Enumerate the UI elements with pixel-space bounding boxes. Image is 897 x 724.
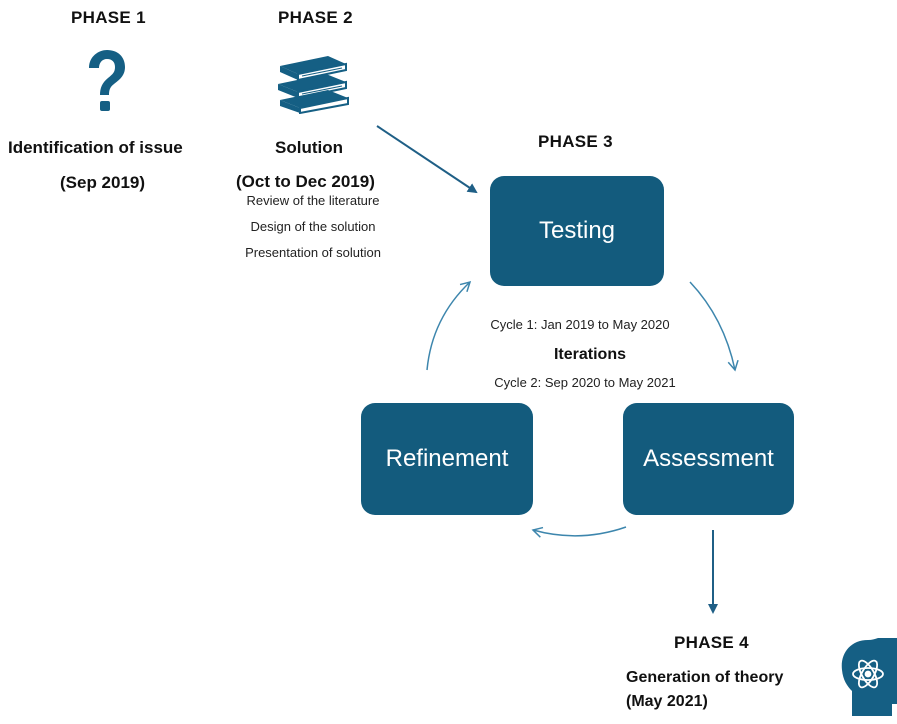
phase1-title: Identification of issue — [8, 138, 183, 157]
phase2-date: (Oct to Dec 2019) — [236, 172, 375, 191]
phase2-item-3: Presentation of solution — [245, 245, 381, 260]
testing-box: Testing — [490, 176, 664, 286]
iterations-label: Iterations — [553, 346, 626, 363]
arrow-solution-to-testing — [376, 125, 478, 194]
phase2-title: Solution — [275, 138, 343, 157]
phase2-item-2: Design of the solution — [250, 219, 376, 234]
assessment-label: Assessment — [643, 445, 774, 472]
assessment-box: Assessment — [623, 403, 794, 515]
refinement-label: Refinement — [385, 445, 509, 472]
phase4-label: PHASE 4 — [674, 633, 749, 652]
books-icon — [276, 54, 350, 119]
refinement-box: Refinement — [361, 403, 533, 515]
phase3-label: PHASE 3 — [538, 132, 613, 151]
phase1-label: PHASE 1 — [71, 8, 146, 27]
phase1-date: (Sep 2019) — [60, 173, 146, 192]
testing-label: Testing — [538, 217, 616, 244]
arrow-testing-to-assessment — [689, 281, 739, 372]
cycle1-text: Cycle 1: Jan 2019 to May 2020 — [490, 317, 670, 332]
arrow-refinement-to-testing — [426, 280, 472, 371]
head-atom-icon — [838, 638, 897, 724]
phase2-label: PHASE 2 — [278, 8, 353, 27]
phase2-item-1: Review of the literature — [246, 193, 380, 208]
phase4-date: (May 2021) — [626, 693, 708, 710]
arrow-assessment-to-refinement — [531, 526, 627, 538]
cycle2-text: Cycle 2: Sep 2020 to May 2021 — [494, 375, 676, 390]
phase4-title: Generation of theory — [626, 669, 784, 686]
question-mark-icon — [81, 48, 131, 121]
